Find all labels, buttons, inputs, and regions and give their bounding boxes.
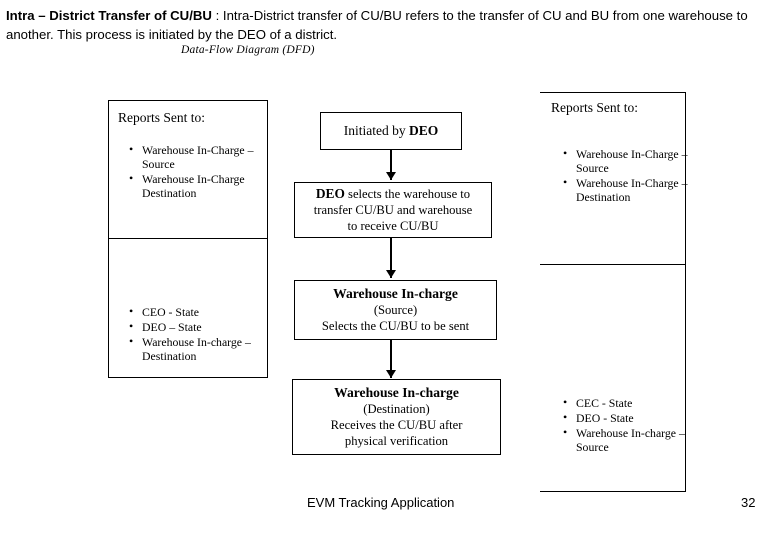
left-panel-heading: Reports Sent to: [118, 110, 205, 125]
right-panel-bottom-list: CEC - State DEO - State Warehouse In-cha… [558, 395, 698, 455]
flow-box-line: Warehouse In-charge [333, 286, 458, 301]
arrow-head-3 [386, 370, 396, 378]
left-panel-divider [109, 238, 267, 240]
right-panel-heading: Reports Sent to: [551, 100, 638, 115]
flow-box-warehouse-incharge-source: Warehouse In-charge (Source) Selects the… [294, 280, 497, 340]
flow-box-line: to receive CU/BU [347, 219, 439, 233]
connector-1 [390, 150, 392, 180]
flow-box-line: Initiated by DEO [343, 123, 439, 138]
left-panel-bottom-list: CEO - State DEO – State Warehouse In-cha… [124, 304, 270, 364]
list-item: Warehouse In-Charge Destination [129, 171, 270, 200]
right-panel-divider [540, 264, 685, 266]
left-panel-top-list: Warehouse In-Charge – Source Warehouse I… [124, 142, 270, 201]
list-item: Warehouse In-Charge – Destination [563, 175, 698, 204]
list-item: Warehouse In-Charge – Source [129, 142, 270, 171]
list-item: Warehouse In-Charge – Source [563, 146, 698, 175]
flow-box-line: Receives the CU/BU after [330, 418, 463, 432]
right-panel-top-list: Warehouse In-Charge – Source Warehouse I… [558, 146, 698, 205]
arrow-head-1 [386, 172, 396, 180]
connector-2 [390, 238, 392, 278]
footer-page-number: 32 [741, 495, 756, 510]
list-item: Warehouse In-charge – Source [563, 425, 698, 454]
diagram-subtitle: Data-Flow Diagram (DFD) [181, 44, 315, 56]
arrow-head-2 [386, 270, 396, 278]
flow-box-line: transfer CU/BU and warehouse [313, 203, 473, 217]
flow-box-line: Selects the CU/BU to be sent [321, 319, 470, 333]
list-item: CEO - State [129, 304, 270, 319]
flow-box-line: physical verification [344, 434, 449, 448]
flow-box-initiated-by-deo: Initiated by DEO [320, 112, 462, 150]
flow-box-line: (Destination) [363, 402, 430, 416]
connector-3 [390, 340, 392, 378]
list-item: DEO - State [563, 410, 698, 425]
flow-box-line: Warehouse In-charge [334, 385, 459, 400]
slide-title-body: : Intra-District transfer of CU/BU refer… [6, 8, 748, 42]
footer-application-title: EVM Tracking Application [307, 495, 455, 510]
slide-header-paragraph: Intra – District Transfer of CU/BU : Int… [6, 6, 772, 44]
list-item: DEO – State [129, 319, 270, 334]
flow-box-warehouse-incharge-destination: Warehouse In-charge (Destination) Receiv… [292, 379, 501, 455]
slide-title-lead: Intra – District Transfer of CU/BU [6, 8, 212, 23]
list-item: CEC - State [563, 395, 698, 410]
list-item: Warehouse In-charge – Destination [129, 334, 270, 363]
flow-box-line: (Source) [373, 303, 418, 317]
